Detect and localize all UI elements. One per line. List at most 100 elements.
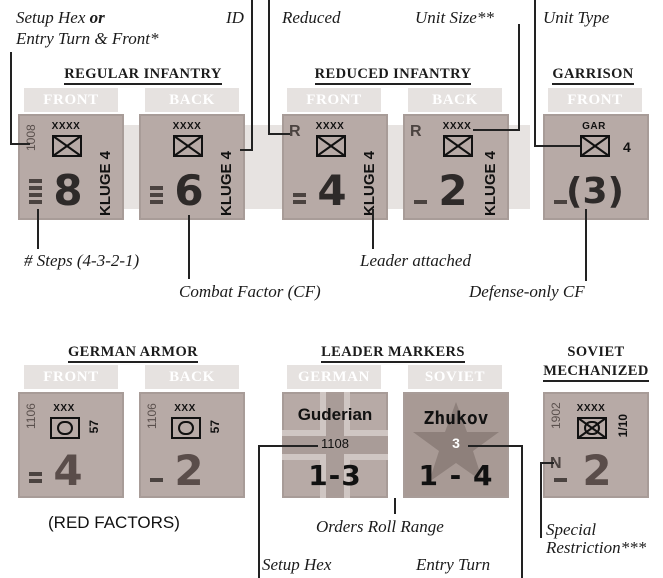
leader-line — [258, 445, 260, 578]
callout-entry-turn: Entry Turn — [416, 555, 491, 574]
step-marks — [554, 478, 567, 485]
counter-regular-front: 1008 XXXX KLUGE 4 8 — [18, 114, 124, 220]
infantry-symbol-icon — [316, 135, 346, 157]
leader-line — [585, 209, 587, 281]
star-icon — [413, 402, 499, 482]
title-soviet-mechanized-1: SOVIET — [567, 344, 625, 360]
armor-unit-number: 57 — [87, 420, 101, 434]
tab-armor-back: BACK — [145, 365, 239, 389]
step-marks — [29, 472, 42, 486]
leader-line — [372, 209, 374, 249]
callout-unit-size: Unit Size** — [415, 8, 494, 27]
callout-reduced: Reduced — [282, 8, 341, 27]
leader-line — [258, 445, 318, 447]
special-restriction-marker: N — [550, 455, 562, 472]
unit-size: XXXX — [315, 121, 345, 132]
leader-setup-hex: 1108 — [321, 436, 349, 451]
combat-factor: 4 — [53, 446, 83, 495]
infantry-symbol-icon — [52, 135, 82, 157]
tab-leader-german: GERMAN — [287, 365, 381, 389]
unit-size: XXXX — [576, 403, 606, 414]
setup-hex-id: 1106 — [145, 403, 159, 429]
title-leader-markers: LEADER MARKERS — [282, 344, 504, 363]
infantry-symbol-icon — [443, 135, 473, 157]
callout-entry-turn-front: Entry Turn & Front* — [16, 29, 159, 48]
garrison-size-value: 4 — [623, 139, 631, 155]
leader-line — [518, 24, 520, 130]
tab-reduced-front: FRONT — [287, 88, 381, 112]
armor-symbol-icon — [171, 417, 201, 439]
tab-garrison-front: FRONT — [548, 88, 642, 112]
step-marks — [554, 200, 567, 207]
tab-armor-front: FRONT — [24, 365, 118, 389]
mechanized-symbol-icon — [577, 417, 607, 439]
combat-factor: 6 — [174, 166, 204, 215]
leader-line — [468, 445, 523, 447]
step-marks — [414, 200, 427, 207]
title-regular-infantry: REGULAR INFANTRY — [22, 66, 264, 85]
step-marks — [29, 179, 42, 207]
combat-factor: 4 — [317, 166, 347, 215]
leader-line — [10, 143, 30, 145]
callout-special-restriction-1: Special — [546, 520, 597, 539]
step-marks — [293, 193, 306, 207]
leader-line — [37, 209, 39, 249]
leader-line — [251, 0, 253, 150]
unit-size: XXXX — [51, 121, 81, 132]
orders-roll-range: 1-3 — [308, 459, 362, 492]
unit-size: XXXX — [442, 121, 472, 132]
leader-line — [268, 133, 290, 135]
leader-line — [534, 145, 580, 147]
leader-entry-turn: 3 — [452, 435, 460, 451]
combat-factor: 2 — [582, 446, 612, 495]
leader-line — [240, 149, 253, 151]
counter-armor-front: 1106 XXX 57 4 — [18, 392, 124, 498]
step-marks — [150, 478, 163, 485]
defense-only-cf: (3) — [566, 171, 624, 212]
reduced-marker: R — [410, 123, 422, 140]
leader-line — [521, 445, 523, 578]
callout-steps: # Steps (4-3-2-1) — [24, 251, 140, 270]
callout-combat-factor: Combat Factor (CF) — [179, 282, 321, 301]
red-factors-note: (RED FACTORS) — [48, 513, 180, 532]
callout-orders-roll-range: Orders Roll Range — [316, 517, 444, 536]
counter-garrison: GAR 4 (3) — [543, 114, 649, 220]
step-marks — [150, 186, 163, 207]
setup-hex-id: 1106 — [24, 403, 38, 429]
callout-setup-hex-bottom: Setup Hex — [262, 555, 332, 574]
counter-armor-back: 1106 XXX 57 2 — [139, 392, 245, 498]
leader-name: Guderian — [297, 405, 373, 424]
leader-line — [394, 498, 396, 514]
tab-reduced-back: BACK — [408, 88, 502, 112]
unit-size: XXXX — [172, 121, 202, 132]
setup-hex-id: 1902 — [549, 402, 563, 430]
unit-name: KLUGE 4 — [361, 150, 378, 216]
leader-line — [534, 0, 536, 146]
orders-roll-range: 1 - 4 — [418, 459, 494, 492]
callout-setup-hex: Setup Hex or — [16, 8, 105, 27]
leader-line — [10, 52, 12, 144]
mech-unit-number: 1/10 — [616, 414, 630, 438]
title-garrison: GARRISON — [540, 66, 646, 85]
leader-line — [540, 462, 554, 464]
combat-factor: 2 — [174, 446, 204, 495]
unit-name: KLUGE 4 — [97, 150, 114, 216]
infantry-symbol-icon — [580, 135, 610, 157]
title-reduced-infantry: REDUCED INFANTRY — [282, 66, 504, 85]
title-german-armor: GERMAN ARMOR — [22, 344, 244, 363]
leader-line — [473, 129, 520, 131]
unit-size: GAR — [582, 121, 606, 132]
counter-reduced-back: R XXXX KLUGE 4 2 — [403, 114, 509, 220]
callout-leader-attached: Leader attached — [360, 251, 471, 270]
reduced-marker: R — [289, 123, 301, 140]
leader-line — [268, 0, 270, 134]
infantry-symbol-icon — [173, 135, 203, 157]
unit-size: XXX — [174, 403, 196, 414]
unit-size: XXX — [53, 403, 75, 414]
counter-reduced-front: R XXXX KLUGE 4 4 — [282, 114, 388, 220]
title-soviet-mechanized-2: MECHANIZED — [532, 363, 660, 382]
leader-name: Zhukov — [423, 408, 489, 429]
armor-symbol-icon — [50, 417, 80, 439]
callout-unit-type: Unit Type — [543, 8, 610, 27]
tab-regular-front: FRONT — [24, 88, 118, 112]
